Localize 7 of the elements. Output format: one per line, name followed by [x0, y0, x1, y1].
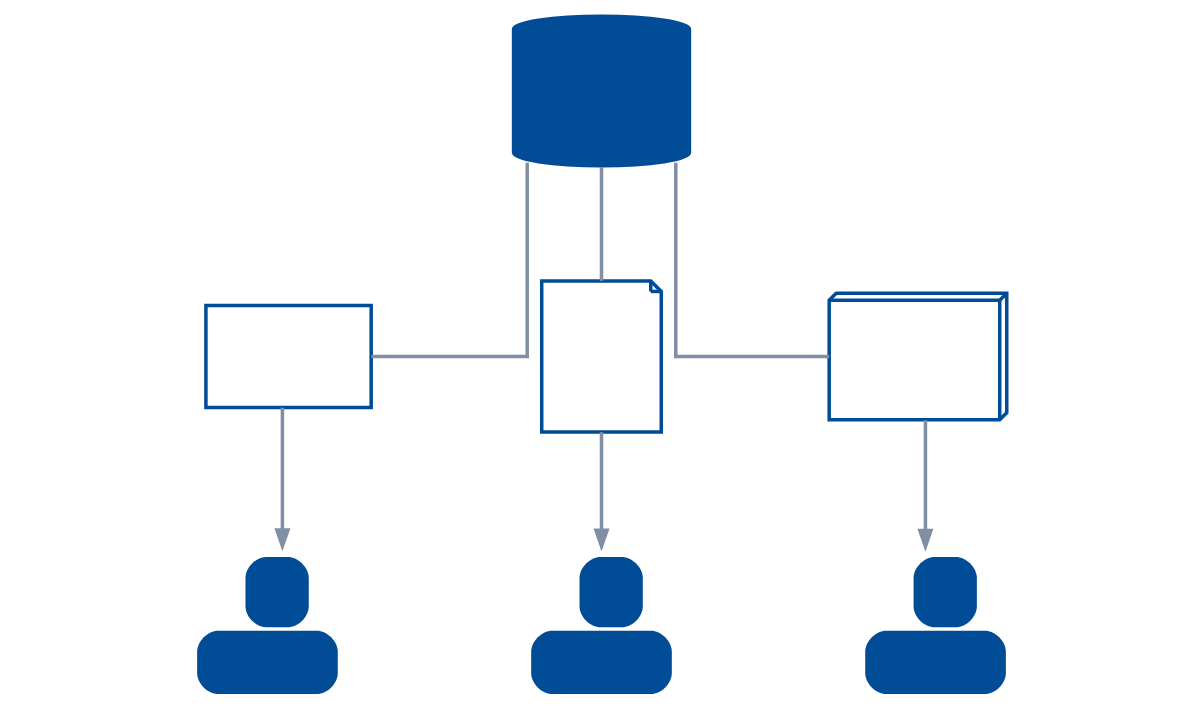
- arrow: [916, 420, 933, 552]
- connector: [599, 167, 603, 281]
- node-envelope: [203, 303, 373, 410]
- connector: [673, 162, 829, 359]
- arrow: [273, 407, 290, 552]
- arrow: [592, 432, 610, 552]
- connector: [370, 162, 529, 359]
